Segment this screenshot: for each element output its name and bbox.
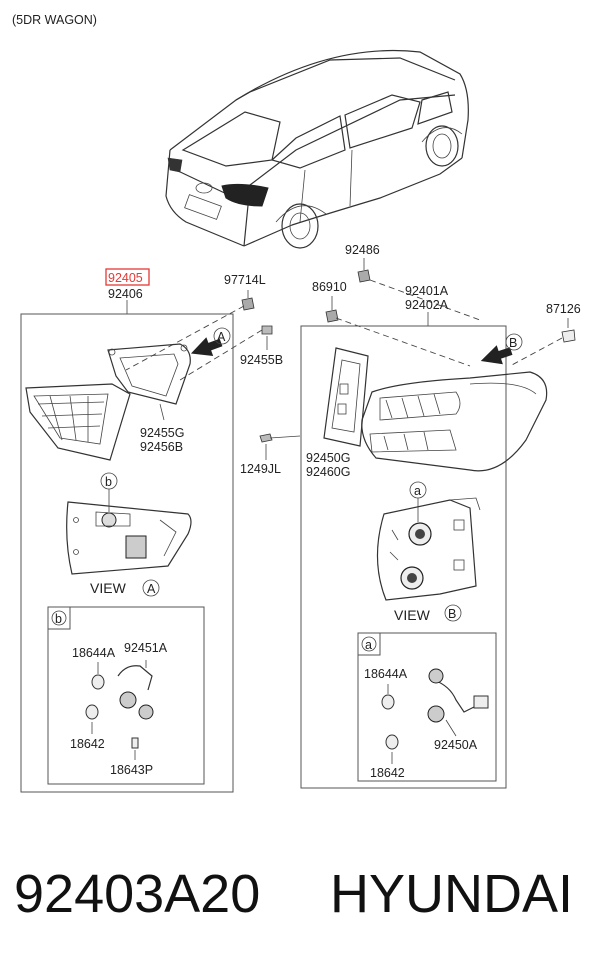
- part-18642-left[interactable]: 18642: [70, 737, 105, 751]
- right-assembly: 92401A 92402A 87126 B 92450G 92460G a: [300, 284, 581, 789]
- view-b-label: VIEW: [394, 607, 431, 623]
- highlight-box: [105, 268, 150, 286]
- socket-92450A-icon: [427, 705, 445, 723]
- gasket-92450G: [323, 347, 369, 447]
- clip-86910-icon: [325, 309, 339, 323]
- part-92450A[interactable]: 92450A: [434, 738, 478, 752]
- inner-lamp-92405: [25, 383, 131, 461]
- part-1249JL[interactable]: 1249JL: [240, 462, 281, 476]
- socket-92451A-icon: [119, 691, 137, 709]
- view-a-label: VIEW: [90, 580, 127, 596]
- screw-97714L-icon: [241, 297, 255, 311]
- detail-b-frame: [47, 606, 205, 785]
- screw-1249JL-icon: [259, 433, 273, 443]
- right-group-frame: [300, 325, 507, 789]
- part-18644A-right[interactable]: 18644A: [364, 667, 408, 681]
- part-97714L[interactable]: 97714L: [224, 273, 266, 287]
- part-number-92402A[interactable]: 92402A: [405, 298, 449, 312]
- callout-letter-b-right: B: [509, 336, 517, 350]
- part-86910[interactable]: 86910: [312, 280, 347, 294]
- part-number-92401A[interactable]: 92401A: [405, 284, 449, 298]
- bulb-18644A-icon: [91, 674, 105, 690]
- detail-b-letter: b: [55, 612, 62, 626]
- part-92460G[interactable]: 92460G: [306, 465, 350, 479]
- view-b-letter: B: [448, 607, 456, 621]
- left-group-frame: [20, 313, 234, 793]
- clip-87126-icon: [561, 329, 576, 343]
- part-18644A-left[interactable]: 18644A: [72, 646, 116, 660]
- arrow-a-icon: [190, 337, 223, 357]
- callout-letter-b: b: [105, 475, 112, 489]
- lamp-rear-view-b: [376, 499, 477, 601]
- clip-92486-icon: [357, 269, 371, 283]
- callout-letter-a: A: [217, 330, 226, 344]
- bulb-18642-right-icon: [385, 734, 399, 750]
- variant-label: (5DR WAGON): [12, 13, 97, 27]
- left-assembly: 92405 92406 97714L 92455B A 92455G 92456…: [20, 268, 283, 793]
- part-number-92405[interactable]: 92405: [108, 271, 143, 285]
- bulb-18643P-icon: [131, 737, 139, 749]
- detail-a-frame: [357, 632, 497, 782]
- outer-lamp-92401A: [361, 371, 548, 472]
- part-87126[interactable]: 87126: [546, 302, 581, 316]
- lamp-rear-view-a: [66, 501, 192, 575]
- part-18642-right[interactable]: 18642: [370, 766, 405, 780]
- part-92456B[interactable]: 92456B: [140, 440, 183, 454]
- gasket-92455G: [107, 343, 191, 405]
- part-92455G[interactable]: 92455G: [140, 426, 184, 440]
- part-92451A[interactable]: 92451A: [124, 641, 168, 655]
- part-number-92406[interactable]: 92406: [108, 287, 143, 301]
- arrow-b-icon: [480, 345, 513, 365]
- view-a-letter: A: [147, 582, 156, 596]
- part-18643P[interactable]: 18643P: [110, 763, 153, 777]
- part-92455B[interactable]: 92455B: [240, 353, 283, 367]
- footer-part-code: 92403A20: [14, 864, 260, 924]
- part-92486[interactable]: 92486: [345, 243, 380, 257]
- footer-brand: HYUNDAI: [330, 864, 573, 924]
- socket-b-icon: [101, 512, 117, 528]
- detail-a-letter: a: [365, 638, 372, 652]
- part-92450G[interactable]: 92450G: [306, 451, 350, 465]
- bulb-18644A-right-icon: [381, 694, 395, 710]
- bulb-18642-icon: [85, 704, 99, 720]
- connector-92450A-icon: [473, 695, 489, 709]
- car-illustration: [165, 49, 469, 249]
- callout-letter-a-right: a: [414, 484, 421, 498]
- clip-92455B-icon: [261, 325, 273, 335]
